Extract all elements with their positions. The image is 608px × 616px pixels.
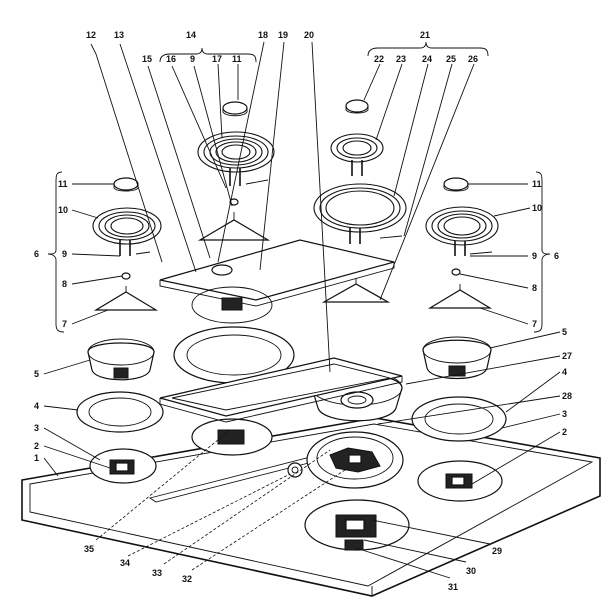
- label-19: 19: [278, 30, 288, 40]
- cap-top-left: [222, 101, 248, 117]
- trim-ring-left: [76, 391, 164, 433]
- label-35: 35: [84, 544, 94, 554]
- base-opening-left: [89, 448, 157, 484]
- griddle-cover: [159, 239, 395, 311]
- label-22: 22: [374, 54, 384, 64]
- brace-right-group: [533, 171, 551, 333]
- label-26: 26: [468, 54, 478, 64]
- label-18: 18: [258, 30, 268, 40]
- label-11-top: 11: [232, 54, 242, 64]
- base-opening-right: [417, 460, 503, 502]
- label-9-right: 9: [532, 251, 537, 261]
- label-31: 31: [448, 582, 458, 592]
- label-9-top: 9: [190, 54, 195, 64]
- brace-14: [159, 47, 257, 63]
- label-6-right: 6: [554, 251, 559, 261]
- brace-21: [367, 41, 489, 57]
- label-5-right: 5: [562, 327, 567, 337]
- label-2-right: 2: [562, 427, 567, 437]
- label-4-left: 4: [34, 401, 39, 411]
- label-10-left: 10: [58, 205, 68, 215]
- brace-left-group: [47, 171, 65, 333]
- support-top-left: [197, 212, 271, 241]
- label-24: 24: [422, 54, 432, 64]
- trim-ring-right: [411, 396, 507, 442]
- fastener-right: [451, 268, 461, 276]
- wok-burner-housing: [306, 431, 404, 489]
- label-33: 33: [152, 568, 162, 578]
- label-28: 28: [562, 391, 572, 401]
- label-11-right: 11: [532, 179, 542, 189]
- label-15: 15: [142, 54, 152, 64]
- label-1: 1: [34, 453, 39, 463]
- label-34: 34: [120, 558, 130, 568]
- fastener-top: [229, 198, 239, 206]
- label-2-left: 2: [34, 441, 39, 451]
- label-9-left: 9: [62, 249, 67, 259]
- label-8-right: 8: [532, 283, 537, 293]
- label-7-right: 7: [532, 319, 537, 329]
- label-17: 17: [212, 54, 222, 64]
- label-4-right: 4: [562, 367, 567, 377]
- label-8-left: 8: [62, 279, 67, 289]
- label-14: 14: [186, 30, 196, 40]
- base-opening-center-rear: [191, 418, 273, 456]
- drip-pan-right: [422, 336, 492, 380]
- label-16: 16: [166, 54, 176, 64]
- support-left: [93, 286, 159, 311]
- griddle-plate: [159, 357, 403, 423]
- cap-left: [113, 177, 139, 192]
- cooktop-base: [21, 417, 601, 597]
- coil-element-small-center: [330, 133, 384, 176]
- cap-center: [345, 99, 369, 114]
- label-20: 20: [304, 30, 314, 40]
- label-23: 23: [396, 54, 406, 64]
- label-11-left: 11: [58, 179, 68, 189]
- label-25: 25: [446, 54, 456, 64]
- coil-element-large-center: [313, 183, 407, 244]
- coil-element-left: [92, 207, 162, 256]
- valve-knob: [287, 462, 303, 478]
- label-13: 13: [114, 30, 124, 40]
- part-labels: 12 13 14 15 16 9 17 11 18 19 20 21 22 23…: [34, 30, 572, 592]
- support-right: [427, 284, 493, 309]
- label-3-right: 3: [562, 409, 567, 419]
- base-opening-front: [304, 499, 410, 551]
- label-21: 21: [420, 30, 430, 40]
- label-6-left: 6: [34, 249, 39, 259]
- griddle-frame: [191, 286, 273, 324]
- coil-element-right: [425, 206, 499, 256]
- label-12: 12: [86, 30, 96, 40]
- cap-right: [443, 177, 469, 192]
- label-30: 30: [466, 566, 476, 576]
- label-5-left: 5: [34, 369, 39, 379]
- label-7-left: 7: [62, 319, 67, 329]
- drip-pan-left: [87, 338, 155, 381]
- fastener-left: [121, 272, 131, 280]
- label-32: 32: [182, 574, 192, 584]
- leader-lines: [43, 41, 561, 579]
- label-10-right: 10: [532, 203, 542, 213]
- label-29: 29: [492, 546, 502, 556]
- support-center: [321, 278, 391, 303]
- label-3-left: 3: [34, 423, 39, 433]
- label-27: 27: [562, 351, 572, 361]
